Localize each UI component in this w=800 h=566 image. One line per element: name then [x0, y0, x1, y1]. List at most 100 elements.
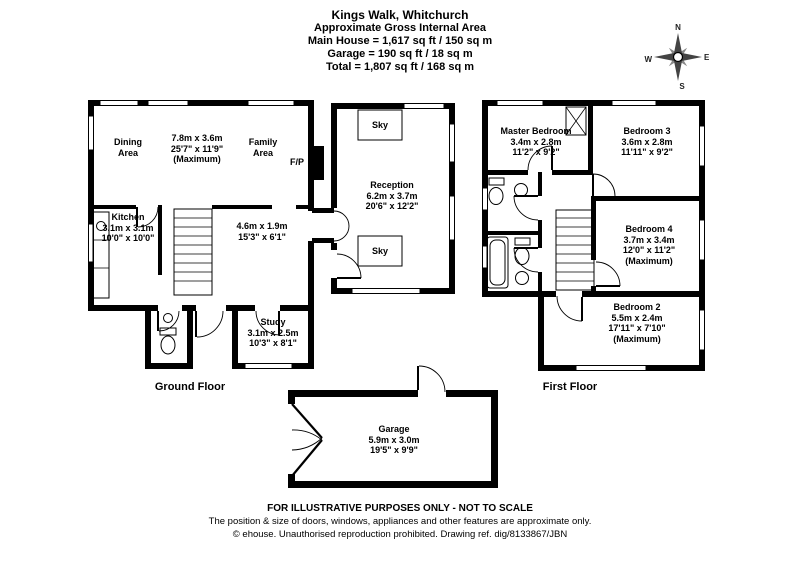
dims-note: (Maximum): [613, 333, 661, 344]
dims-imperial: 12'0" x 11'2": [622, 245, 676, 255]
header-main-house: Main House = 1,617 sq ft / 150 sq m: [307, 35, 493, 47]
header-subtitle: Approximate Gross Internal Area: [314, 22, 486, 34]
room-name: Study: [260, 317, 286, 327]
first-floor-title: First Floor: [542, 381, 598, 393]
ground-floor-drawing: [88, 100, 455, 369]
toilet-icon: [514, 237, 531, 246]
dims-metric: 3.1m x 3.1m: [102, 222, 154, 233]
bath-icon: [489, 239, 506, 286]
dims-imperial: 20'6" x 12'2": [365, 201, 419, 211]
sink-icon: [96, 221, 106, 231]
dims-metric: 3.7m x 3.4m: [623, 234, 675, 245]
dims-metric: 5.5m x 2.4m: [611, 312, 663, 323]
dims-note: (Maximum): [173, 154, 221, 164]
ground-floor-doors: [136, 206, 362, 338]
kitchen-label: Kitchen 3.1m x 3.1m 10'0" x 10'0": [102, 212, 155, 244]
toilet-icon: [488, 177, 505, 186]
dims-imperial: 10'3" x 8'1": [249, 338, 297, 348]
compass-rose: N E S W: [644, 23, 710, 91]
garage-walls: [288, 390, 498, 488]
first-floor-drawing: [482, 100, 705, 371]
compass-west-label: W: [644, 55, 652, 64]
staircase: [555, 209, 595, 291]
footer-disclaimer: FOR ILLUSTRATIVE PURPOSES ONLY - NOT TO …: [267, 503, 533, 514]
skylight-bottom: [357, 235, 403, 267]
toilet-icon: [488, 187, 504, 205]
dims-imperial: 25'7" x 11'9": [170, 143, 224, 154]
dining-family-dims-label: 7.8m x 3.6m 25'7" x 11'9" (Maximum): [171, 133, 223, 165]
fireplace-label: F/P: [290, 157, 304, 168]
dims-imperial: 10'0" x 10'0": [101, 233, 155, 243]
bedroom3-label: Bedroom 3 3.6m x 2.8m 11'11" x 9'2": [621, 126, 673, 158]
room-name: Bedroom 4: [625, 224, 673, 234]
dims-imperial: 15'3" x 6'1": [238, 231, 286, 242]
dims-imperial: 11'2" x 9'2": [512, 147, 560, 157]
room-name: F/P: [289, 157, 305, 167]
dims-metric: 3.1m x 2.5m: [247, 327, 299, 338]
toilet-icon: [514, 247, 530, 265]
bedroom4-label: Bedroom 4 3.7m x 3.4m 12'0" x 11'2" (Max…: [623, 224, 675, 266]
header-total: Total = 1,807 sq ft / 168 sq m: [325, 61, 475, 73]
page-title: Kings Walk, Whitchurch: [331, 8, 469, 22]
garage-drawing: [288, 365, 498, 488]
wc-toilet-icon: [159, 313, 177, 355]
garage-label: Garage 5.9m x 3.0m 19'5" x 9'9": [368, 424, 419, 456]
dims-metric: 7.8m x 3.6m: [171, 133, 223, 143]
sink-icon: [163, 313, 173, 323]
skylight-bottom-label: Sky: [372, 246, 388, 257]
sink-icon: [514, 183, 528, 197]
header-garage: Garage = 190 sq ft / 18 sq m: [327, 48, 473, 60]
room-name: Bedroom 3: [623, 126, 671, 136]
header: Kings Walk, Whitchurch Approximate Gross…: [0, 8, 800, 74]
room-name: Area: [252, 147, 274, 158]
dims-metric: 5.9m x 3.0m: [368, 434, 420, 445]
ground-floor-walls: [88, 100, 455, 369]
dims-metric: 3.6m x 2.8m: [621, 136, 673, 147]
bathroom-fixtures: [486, 236, 531, 289]
dims-imperial: 11'11" x 9'2": [621, 147, 673, 157]
room-name: Kitchen: [111, 212, 145, 222]
dims-metric: 6.2m x 3.7m: [366, 190, 418, 201]
room-name: Sky: [371, 246, 389, 256]
room-name: Reception: [370, 180, 414, 190]
room-name: Bedroom 2: [613, 302, 661, 312]
footer-copyright: © ehouse. Unauthorised reproduction proh…: [232, 529, 568, 540]
fireplace: [314, 146, 324, 180]
study-label: Study 3.1m x 2.5m 10'3" x 8'1": [247, 317, 298, 349]
family-area-label: Family Area: [249, 137, 278, 158]
ensuite-fixtures: [488, 177, 528, 205]
compass-north-label: N: [675, 23, 681, 32]
master-bedroom-label: Master Bedroom 3.4m x 2.8m 11'2" x 9'2": [500, 126, 571, 158]
dims-metric: 3.4m x 2.8m: [510, 136, 562, 147]
dims-metric: 4.6m x 1.9m: [236, 221, 288, 231]
bedroom2-label: Bedroom 2 5.5m x 2.4m 17'11" x 7'10" (Ma…: [608, 302, 665, 344]
skylight-top-label: Sky: [372, 120, 388, 131]
footer-approximate: The position & size of doors, windows, a…: [208, 516, 592, 527]
room-name: Family: [248, 137, 278, 147]
room-name: Master Bedroom: [500, 126, 572, 136]
footer: FOR ILLUSTRATIVE PURPOSES ONLY - NOT TO …: [0, 502, 800, 541]
dining-area-label: Dining Area: [114, 137, 142, 158]
compass-center: [672, 51, 684, 63]
compass-south-label: S: [679, 82, 685, 91]
airing-cupboard: [565, 106, 587, 136]
staircase: [173, 208, 213, 296]
compass-east-label: E: [704, 53, 710, 62]
dims-note: (Maximum): [625, 255, 673, 266]
ground-floor-windows: [88, 100, 455, 369]
room-name: Garage: [378, 424, 410, 434]
first-floor-windows: [482, 100, 705, 371]
garage-doors: [291, 365, 446, 477]
dims-imperial: 17'11" x 7'10": [608, 323, 666, 333]
room-name: Area: [117, 147, 138, 158]
first-floor-doors: [513, 145, 621, 322]
bath-icon: [486, 236, 509, 289]
room-name: Sky: [371, 120, 389, 130]
dims-imperial: 19'5" x 9'9": [370, 445, 418, 455]
ground-floor-title: Ground Floor: [154, 381, 226, 393]
reception-label: Reception 6.2m x 3.7m 20'6" x 12'2": [366, 180, 419, 212]
hallway-dims-label: 4.6m x 1.9m 15'3" x 6'1": [236, 221, 287, 242]
room-name: Dining: [114, 137, 142, 147]
